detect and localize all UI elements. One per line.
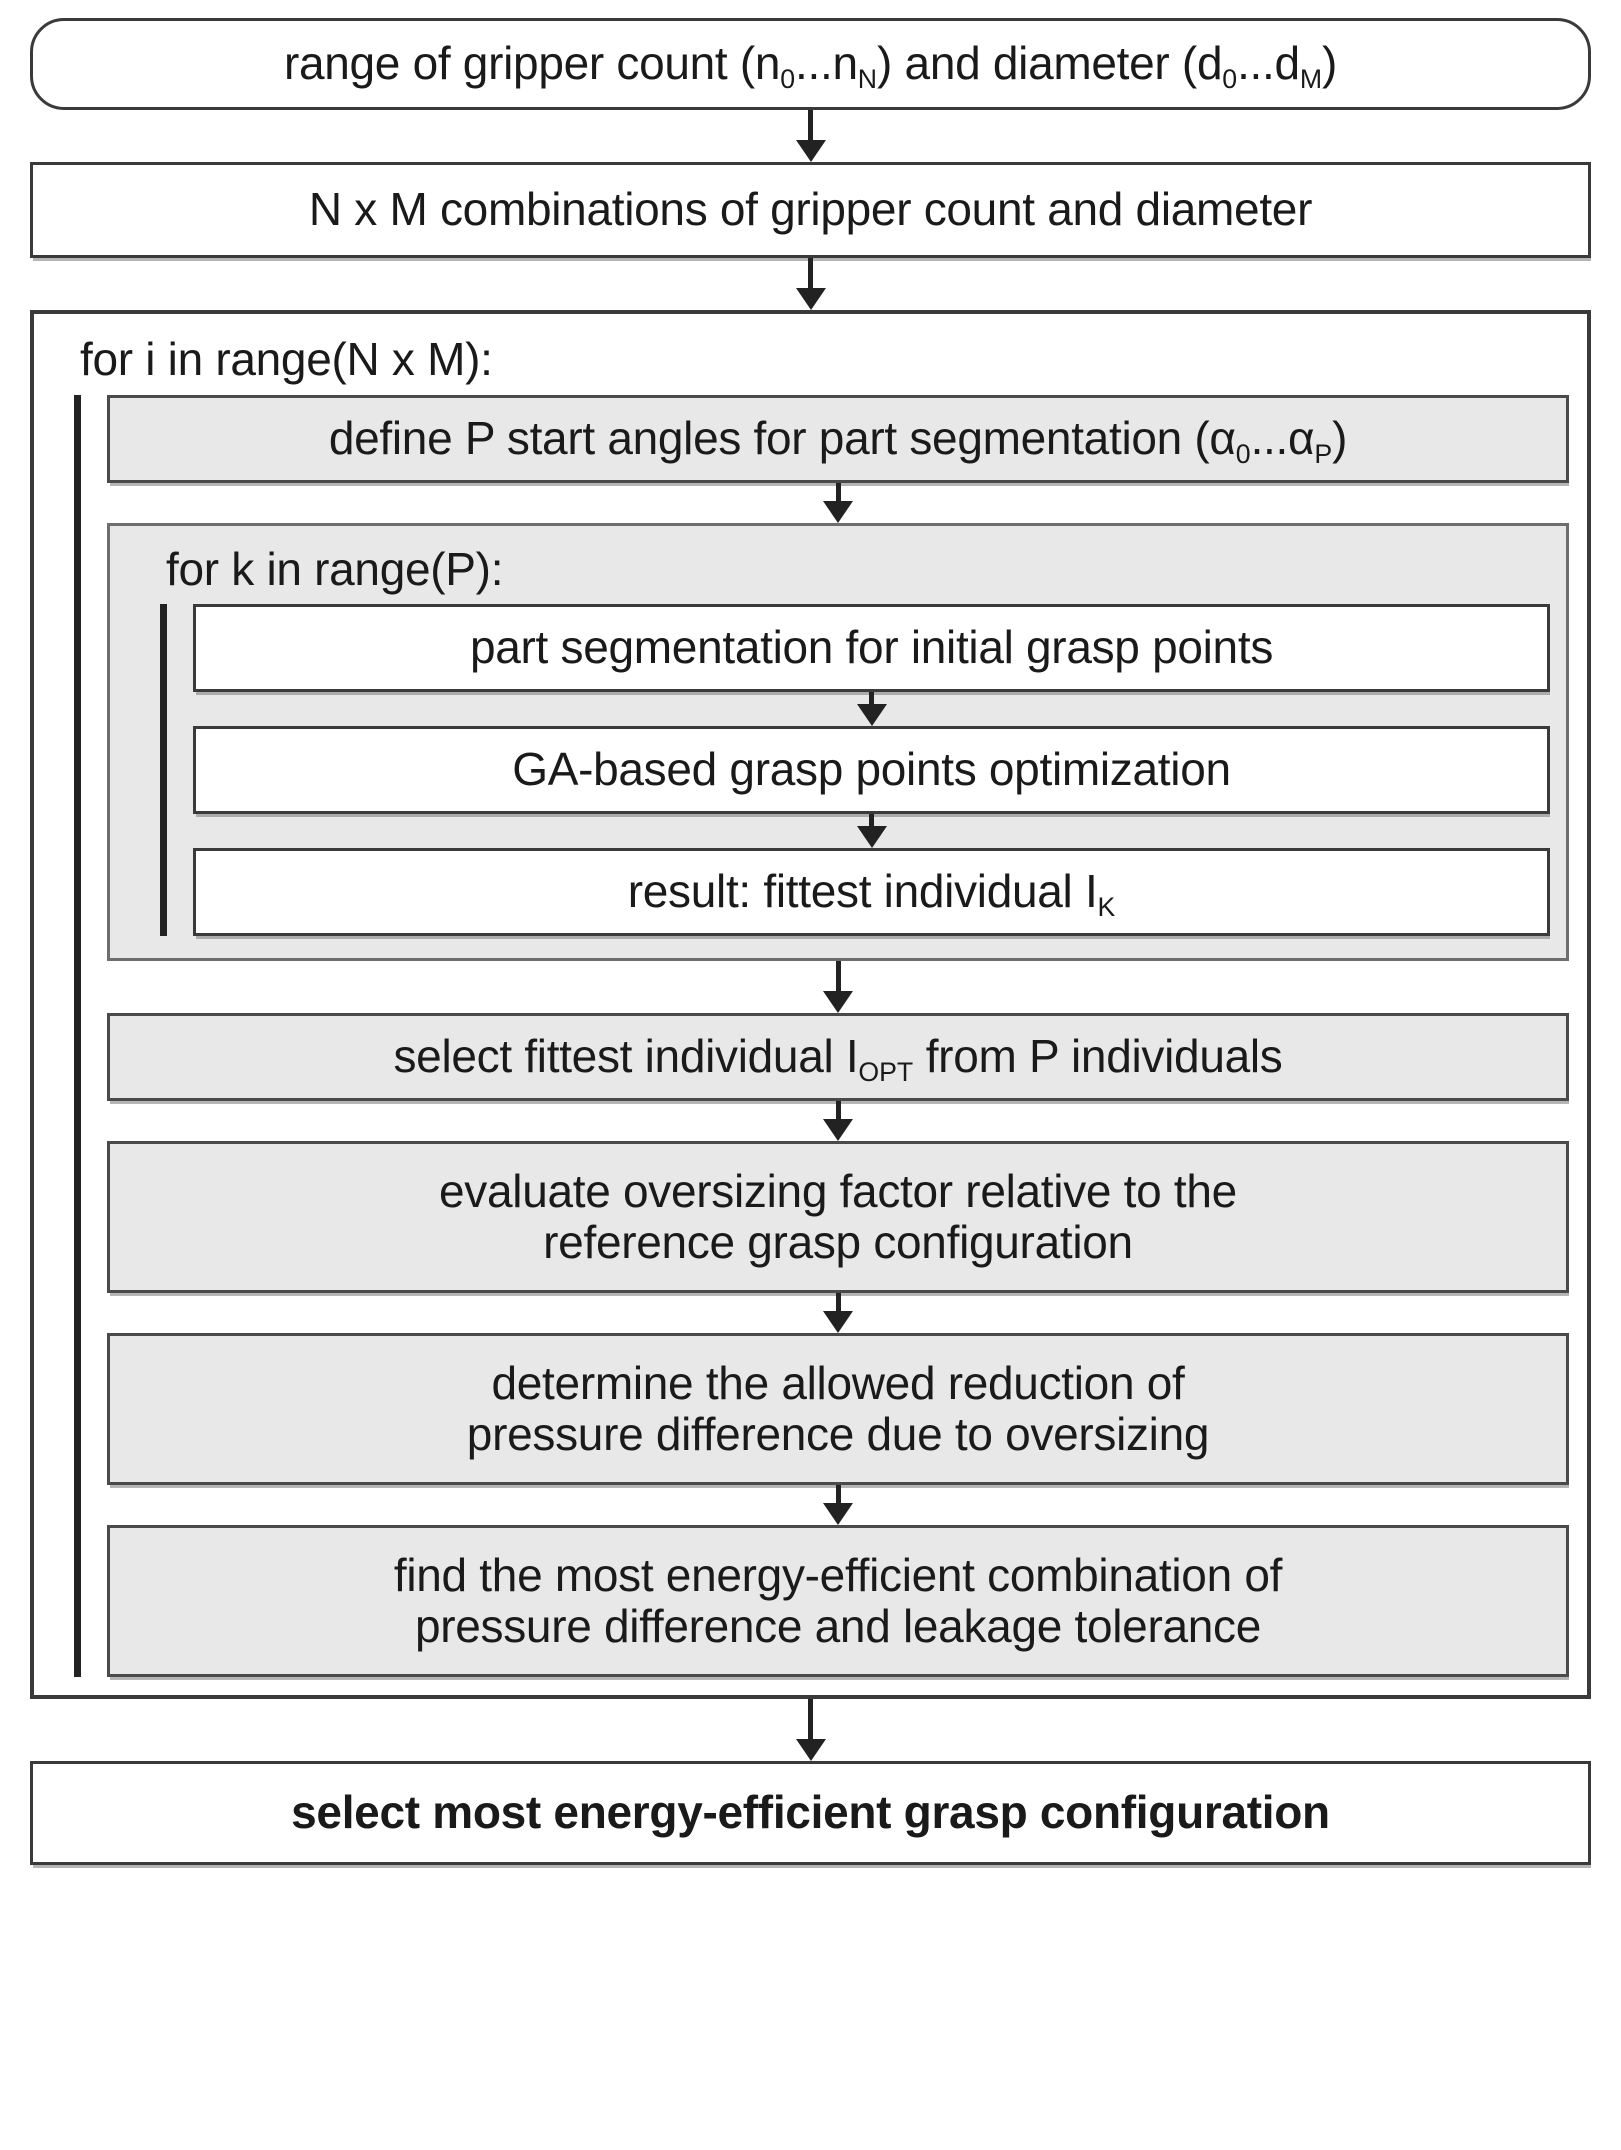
part-segmentation-node: part segmentation for initial grasp poin… bbox=[193, 604, 1550, 696]
arrow-combinations-to-outer-loop bbox=[30, 258, 1591, 310]
start-sub-dM: M bbox=[1299, 64, 1323, 95]
find-energy-efficient-label: find the most energy-efficient combinati… bbox=[393, 1548, 1283, 1653]
inner-loop-body: part segmentation for initial grasp poin… bbox=[126, 604, 1550, 940]
individual-sub-OPT: OPT bbox=[858, 1057, 914, 1088]
inner-loop-label: for k in range(P): bbox=[166, 542, 504, 595]
evaluate-oversizing-line-2: reference grasp configuration bbox=[543, 1216, 1133, 1269]
arrow-oversizing-to-reduction bbox=[107, 1293, 1569, 1333]
combinations-label: N x M combinations of gripper count and … bbox=[308, 183, 1313, 236]
arrow-define-to-inner-loop bbox=[107, 482, 1569, 523]
individual-sub-K: K bbox=[1097, 892, 1116, 923]
determine-reduction-line-2: pressure difference due to oversizing bbox=[466, 1408, 1210, 1461]
find-energy-efficient-node: find the most energy-efficient combinati… bbox=[107, 1525, 1569, 1681]
determine-reduction-line-1: determine the allowed reduction of bbox=[491, 1356, 1185, 1409]
determine-reduction-node: determine the allowed reduction of press… bbox=[107, 1333, 1569, 1489]
start-sub-n0: 0 bbox=[780, 64, 796, 95]
define-start-angles-node: define P start angles for part segmentat… bbox=[107, 394, 1569, 486]
define-start-angles-label: define P start angles for part segmentat… bbox=[328, 411, 1348, 469]
ga-optimization-node: GA-based grasp points optimization bbox=[193, 726, 1550, 818]
arrow-start-to-combinations bbox=[30, 110, 1591, 162]
arrow-segmentation-to-ga bbox=[193, 692, 1550, 726]
start-node-label: range of gripper count (n0...nN) and dia… bbox=[283, 37, 1338, 95]
start-sub-nN: N bbox=[857, 64, 878, 95]
arrow-select-to-oversizing bbox=[107, 1101, 1569, 1141]
fittest-individual-result-node: result: fittest individual IK bbox=[193, 848, 1550, 940]
find-energy-efficient-line-2: pressure difference and leakage toleranc… bbox=[414, 1600, 1262, 1653]
outer-loop-stack: define P start angles for part segmentat… bbox=[107, 394, 1569, 1681]
arrow-inner-loop-to-select-fittest bbox=[107, 961, 1569, 1013]
inner-loop-stack: part segmentation for initial grasp poin… bbox=[193, 604, 1550, 940]
arrow-ga-to-result bbox=[193, 814, 1550, 848]
outer-loop-container: for i in range(N x M): define P start an… bbox=[30, 310, 1591, 1700]
outer-loop-label: for i in range(N x M): bbox=[80, 333, 493, 385]
arrow-outer-loop-to-end bbox=[30, 1699, 1591, 1761]
select-fittest-node: select fittest individual IOPT from P in… bbox=[107, 1013, 1569, 1105]
part-segmentation-label: part segmentation for initial grasp poin… bbox=[469, 621, 1274, 674]
start-node: range of gripper count (n0...nN) and dia… bbox=[30, 18, 1591, 110]
inner-loop-container: for k in range(P): part segmentation for… bbox=[107, 522, 1569, 962]
outer-loop-body: define P start angles for part segmentat… bbox=[52, 394, 1569, 1681]
evaluate-oversizing-label: evaluate oversizing factor relative to t… bbox=[439, 1164, 1237, 1269]
select-fittest-label: select fittest individual IOPT from P in… bbox=[393, 1030, 1283, 1088]
end-node: select most energy-efficient grasp confi… bbox=[30, 1761, 1591, 1869]
evaluate-oversizing-line-1: evaluate oversizing factor relative to t… bbox=[439, 1164, 1237, 1217]
outer-loop-indent-bar bbox=[74, 394, 81, 1678]
start-sub-d0: 0 bbox=[1222, 64, 1238, 95]
evaluate-oversizing-node: evaluate oversizing factor relative to t… bbox=[107, 1141, 1569, 1297]
end-node-label: select most energy-efficient grasp confi… bbox=[291, 1786, 1330, 1839]
find-energy-efficient-line-1: find the most energy-efficient combinati… bbox=[393, 1548, 1283, 1601]
ga-optimization-label: GA-based grasp points optimization bbox=[512, 743, 1231, 796]
inner-loop-indent-bar bbox=[160, 604, 167, 937]
determine-reduction-label: determine the allowed reduction of press… bbox=[466, 1356, 1210, 1461]
alpha-sub-P: P bbox=[1314, 438, 1333, 469]
arrow-reduction-to-energy-efficient bbox=[107, 1485, 1569, 1525]
fittest-individual-result-label: result: fittest individual IK bbox=[627, 865, 1116, 923]
combinations-node: N x M combinations of gripper count and … bbox=[30, 162, 1591, 261]
alpha-sub-0: 0 bbox=[1235, 438, 1251, 469]
